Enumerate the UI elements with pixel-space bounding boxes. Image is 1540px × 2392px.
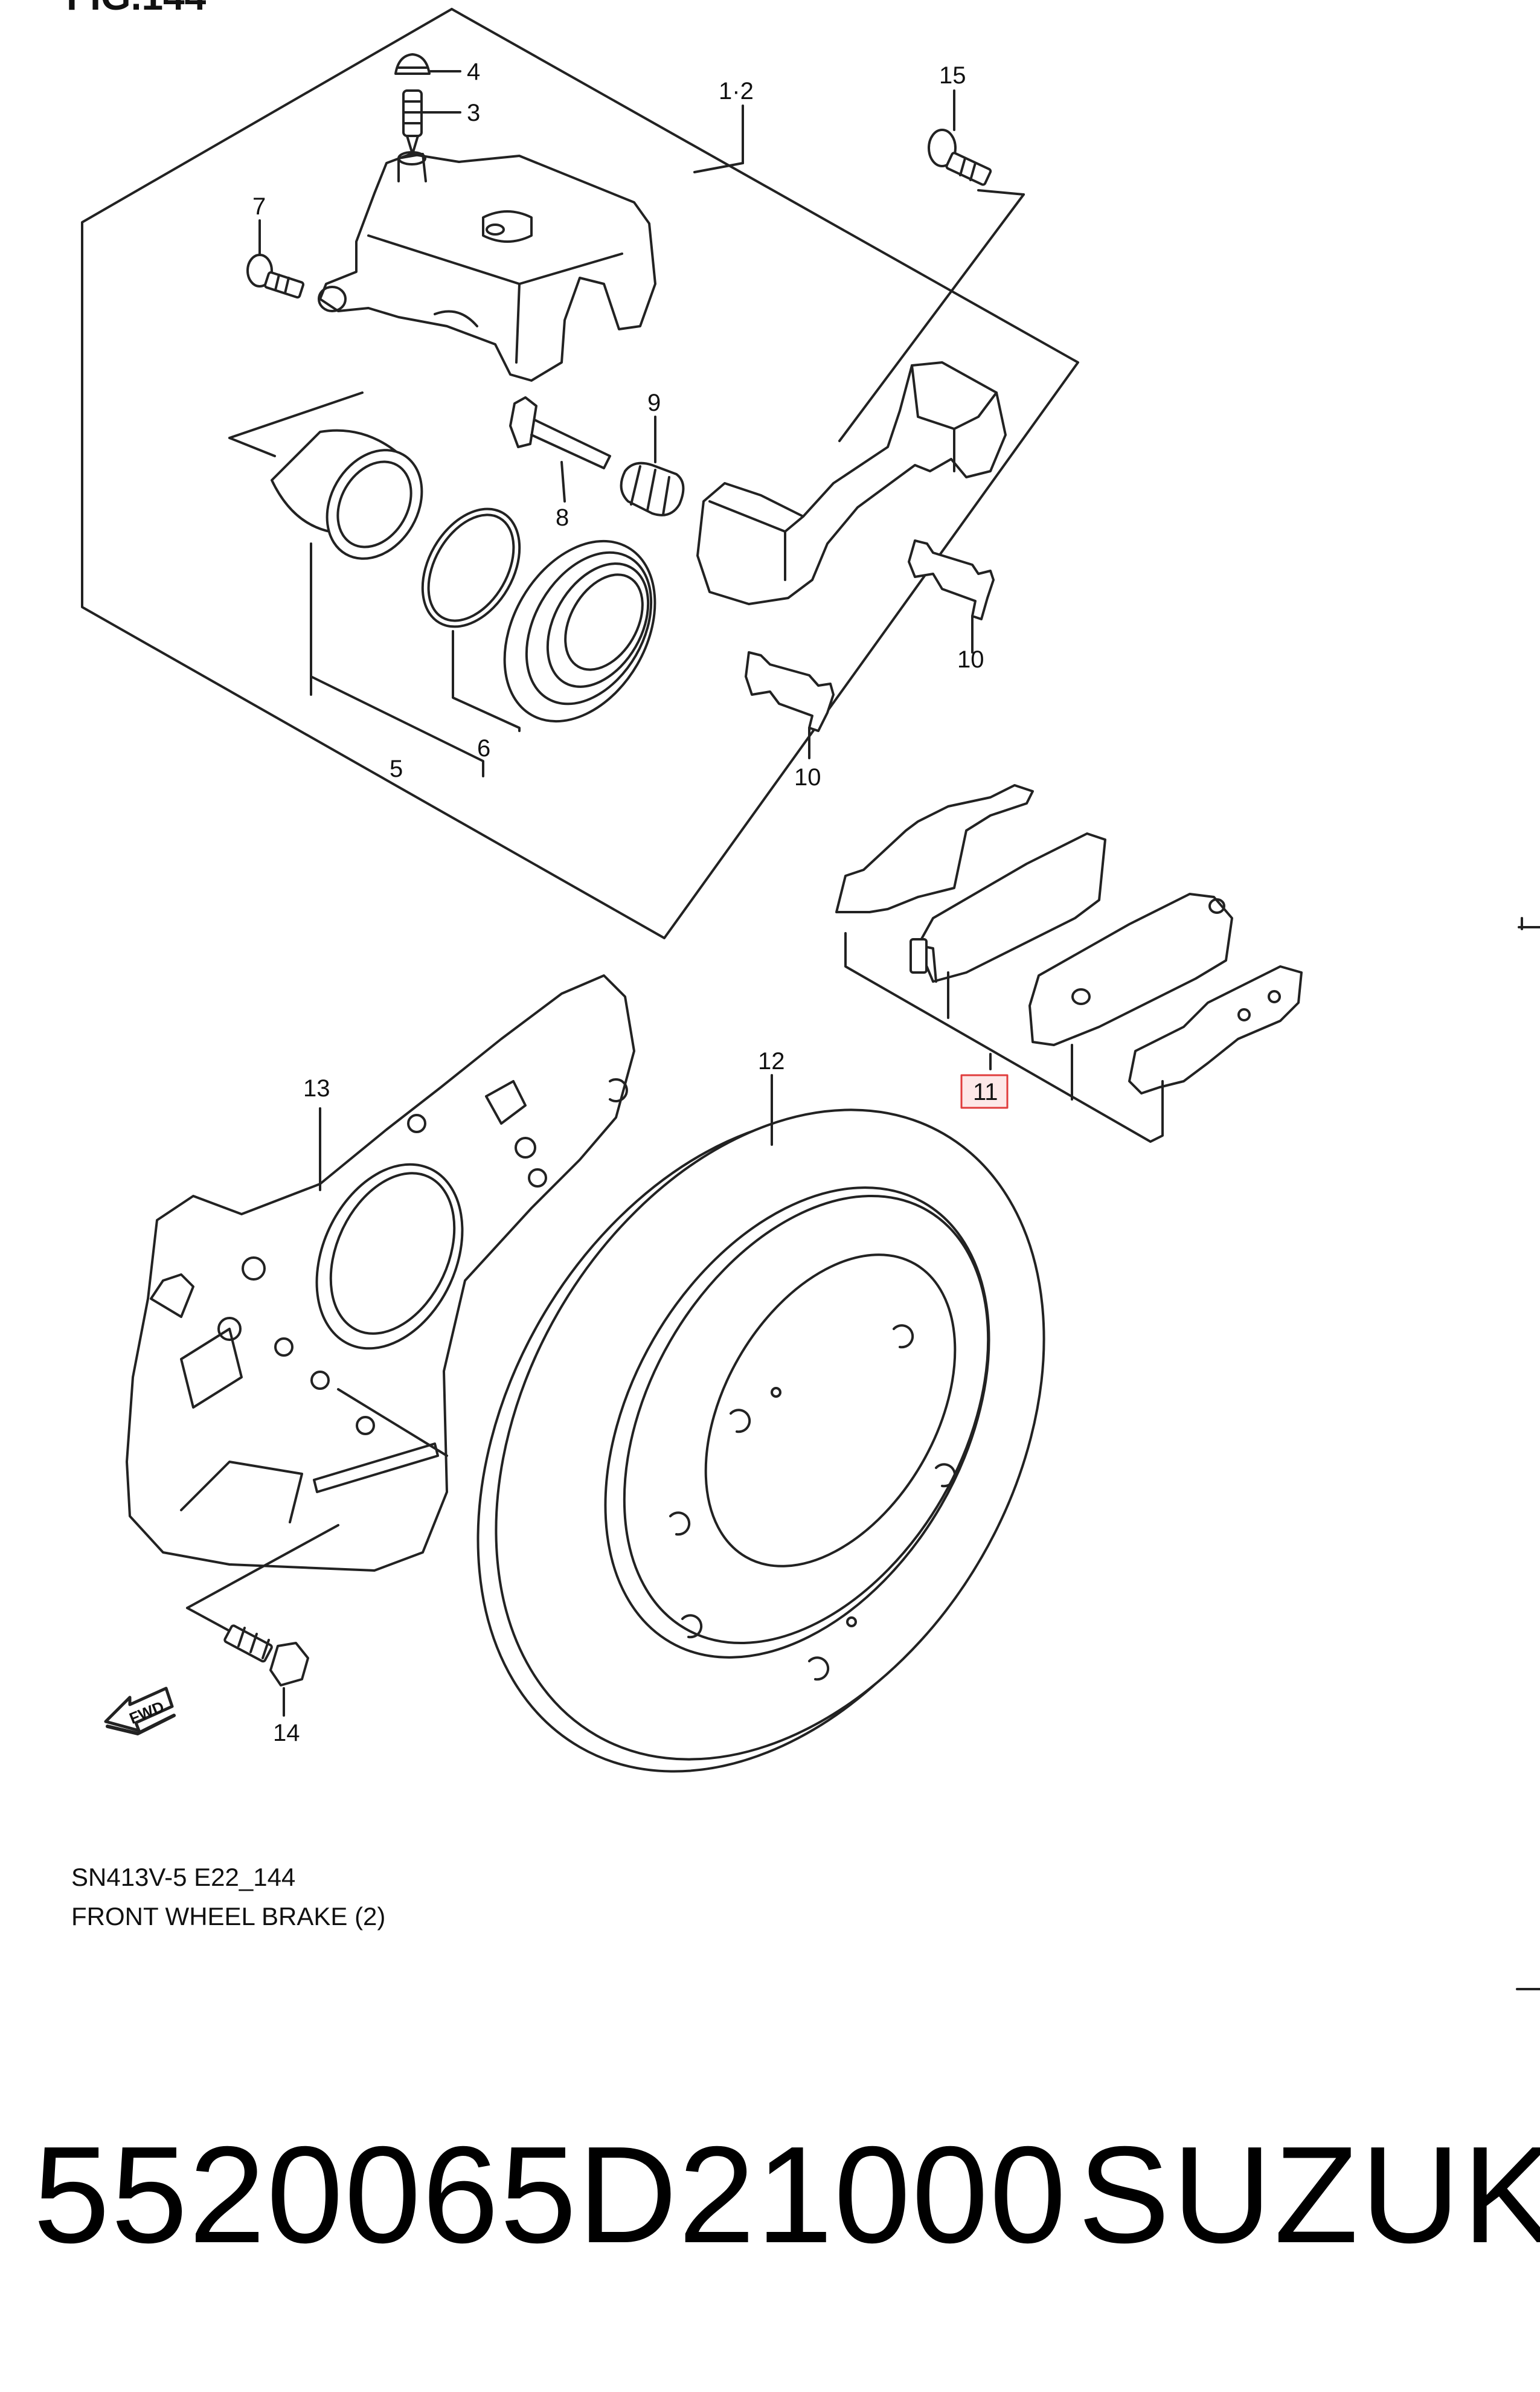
brake-pad-set (835, 784, 1303, 1143)
callout-3: 3 (467, 100, 480, 126)
shield-bolt (223, 1624, 309, 1717)
caption-code: SN413V-5 E22_144 (71, 1863, 295, 1891)
part-number: 5520065D21000 (33, 2118, 1068, 2272)
callout-5: 5 (390, 756, 403, 782)
piston-boot (503, 539, 656, 723)
pad-clip-lower (745, 651, 835, 759)
callout-4: 4 (467, 59, 480, 85)
caliper-body (318, 151, 656, 382)
pin-boot (620, 416, 685, 516)
pad-clip-upper (908, 539, 995, 654)
caption-title: FRONT WHEEL BRAKE (2) (71, 1902, 385, 1931)
brand-name: SUZUKI (1078, 2118, 1540, 2272)
callout-13: 13 (303, 1075, 330, 1102)
callout-6: 6 (477, 735, 490, 762)
callout-11: 11 (973, 1079, 998, 1105)
callout-7: 7 (252, 193, 266, 220)
bleeder-cap (394, 53, 461, 75)
caliper-bolt (246, 219, 305, 299)
dust-shield (126, 974, 635, 1632)
callout-11-highlight (960, 1074, 1009, 1109)
callout-12: 12 (758, 1048, 785, 1075)
piston-seal (421, 507, 521, 628)
fwd-arrow-icon (104, 1686, 176, 1735)
callout-9: 9 (647, 390, 661, 416)
callout-10a: 10 (957, 646, 984, 673)
callout-14: 14 (273, 1720, 300, 1746)
callout-8: 8 (556, 504, 569, 531)
guide-pin (509, 396, 611, 503)
part-info-band (0, 1992, 1540, 2392)
callout-1-2: 1·2 (719, 78, 754, 104)
callout-15: 15 (939, 62, 966, 89)
assembly-frame (81, 8, 1079, 939)
bleeder-screw (402, 89, 461, 155)
parts-diagram: FIG.144 4 3 1·2 7 (66, 0, 1540, 1990)
brake-rotor (476, 1074, 1045, 1773)
bracket-bolt (928, 89, 992, 186)
figure-title: FIG.144 (66, 0, 207, 18)
callout-10b: 10 (794, 764, 821, 791)
piston (271, 429, 423, 560)
caliper-bracket (696, 361, 1007, 605)
